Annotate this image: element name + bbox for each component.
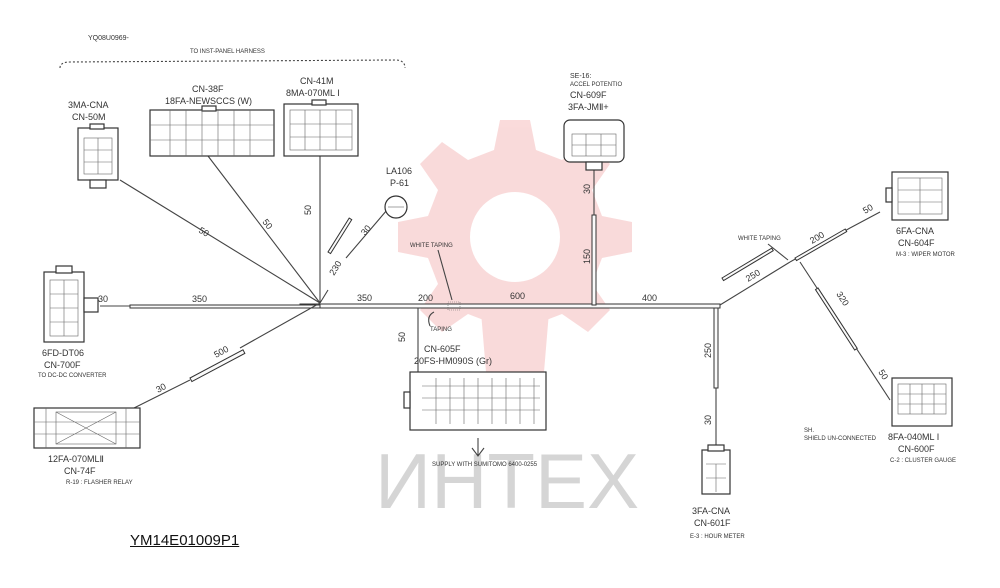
connector-cn74f: 12FA-070MLⅡ CN-74F R-19 : FLASHER RELAY: [33, 407, 141, 486]
connector-cn604f: 6FA-CNA CN-604F M-3 : WIPER MOTOR: [885, 171, 956, 258]
svg-text:ACCEL POTENTIO: ACCEL POTENTIO: [570, 82, 622, 88]
svg-text:50: 50: [397, 332, 407, 342]
harness-title: TO INST-PANEL HARNESS: [190, 49, 265, 55]
svg-text:TAPING: TAPING: [430, 327, 452, 333]
svg-text:TO DC-DC CONVERTER: TO DC-DC CONVERTER: [38, 373, 107, 379]
svg-text:CN-601F: CN-601F: [694, 518, 731, 528]
connector-cn700f: 6FD-DT06 CN-700F TO DC-DC CONVERTER: [38, 265, 107, 379]
svg-text:P-61: P-61: [390, 178, 409, 188]
svg-text:350: 350: [192, 294, 207, 304]
harness-bracket: [59, 59, 406, 69]
connector-cn605f: CN-605F 20FS-HM090S (Gr) SUPPLY WITH SUM…: [403, 344, 547, 468]
svg-text:CN-700F: CN-700F: [44, 360, 81, 370]
svg-text:6FD-DT06: 6FD-DT06: [42, 348, 84, 358]
svg-text:CN-600F: CN-600F: [898, 444, 935, 454]
svg-text:230: 230: [327, 259, 343, 277]
svg-text:CN-74F: CN-74F: [64, 466, 96, 476]
svg-text:50: 50: [303, 205, 313, 215]
connector-cn601f: 3FA-CNA CN-601F E-3 : HOUR METER: [690, 444, 745, 540]
svg-text:600: 600: [510, 291, 525, 301]
svg-text:3FA-CNA: 3FA-CNA: [692, 506, 730, 516]
svg-text:M-3 : WIPER MOTOR: M-3 : WIPER MOTOR: [896, 252, 956, 258]
svg-text:50: 50: [197, 225, 211, 239]
svg-text:200: 200: [418, 293, 433, 303]
svg-text:8MA-070ML I: 8MA-070ML I: [286, 88, 340, 98]
svg-text:30: 30: [98, 294, 108, 304]
svg-text:18FA-NEWSCCS (W): 18FA-NEWSCCS (W): [165, 96, 252, 106]
document-number: YM14E01009P1: [130, 532, 240, 549]
svg-text:350: 350: [357, 293, 372, 303]
svg-text:50: 50: [861, 202, 875, 216]
svg-text:CN-609F: CN-609F: [570, 90, 607, 100]
svg-text:20FS-HM090S (Gr): 20FS-HM090S (Gr): [414, 356, 492, 366]
svg-text:SE-16:: SE-16:: [570, 73, 591, 80]
svg-text:CN-605F: CN-605F: [424, 344, 461, 354]
svg-text:30: 30: [582, 184, 592, 194]
svg-text:12FA-070MLⅡ: 12FA-070MLⅡ: [48, 454, 104, 464]
connector-cn600f: 8FA-040ML I CN-600F C-2 : CLUSTER GAUGE: [888, 377, 956, 464]
svg-text:150: 150: [582, 249, 592, 264]
svg-text:C-2 : CLUSTER GAUGE: C-2 : CLUSTER GAUGE: [890, 458, 956, 464]
svg-text:30: 30: [703, 415, 713, 425]
connector-cn38f: CN-38F 18FA-NEWSCCS (W): [149, 84, 275, 157]
svg-text:3MA-CNA: 3MA-CNA: [68, 100, 109, 110]
connector-cn41m: CN-41M 8MA-070ML I: [283, 76, 359, 157]
svg-text:CN-38F: CN-38F: [192, 84, 224, 94]
svg-text:CN-41M: CN-41M: [300, 76, 334, 86]
drawing-ref: YQ08U0969-: [88, 35, 130, 42]
svg-text:30: 30: [359, 223, 373, 237]
dimension-labels: 50 50 50 30 230 30 350 500 30 350 200 60…: [98, 184, 890, 425]
annotations: WHITE TAPING WHITE TAPING TAPING SH. SHI…: [410, 236, 877, 442]
svg-text:WHITE TAPING: WHITE TAPING: [410, 243, 453, 249]
svg-text:LA106: LA106: [386, 166, 412, 176]
wire-bundle: [100, 155, 891, 445]
svg-text:6FA-CNA: 6FA-CNA: [896, 226, 934, 236]
watermark-text: ИНТЕХ: [375, 437, 639, 525]
svg-text:30: 30: [154, 381, 168, 395]
svg-text:400: 400: [642, 293, 657, 303]
svg-text:3FA-JMⅡ+: 3FA-JMⅡ+: [568, 102, 609, 112]
svg-text:8FA-040ML I: 8FA-040ML I: [888, 432, 939, 442]
svg-text:320: 320: [834, 290, 851, 308]
connector-la106: LA106 P-61: [384, 166, 412, 219]
svg-text:R-19 : FLASHER RELAY: R-19 : FLASHER RELAY: [66, 480, 133, 486]
svg-text:500: 500: [212, 344, 230, 360]
svg-text:250: 250: [703, 343, 713, 358]
connector-cn50m: 3MA-CNA CN-50M: [68, 100, 119, 189]
svg-text:SH.: SH.: [804, 428, 814, 434]
svg-text:SUPPLY WITH SUMITOMO 6400-0255: SUPPLY WITH SUMITOMO 6400-0255: [432, 462, 538, 468]
svg-text:50: 50: [260, 217, 274, 231]
svg-text:E-3 : HOUR METER: E-3 : HOUR METER: [690, 534, 745, 540]
connector-cn609f: SE-16: ACCEL POTENTIO CN-609F 3FA-JMⅡ+: [563, 73, 625, 171]
svg-text:CN-604F: CN-604F: [898, 238, 935, 248]
svg-text:SHIELD UN-CONNECTED: SHIELD UN-CONNECTED: [804, 436, 877, 442]
svg-text:50: 50: [876, 368, 890, 382]
svg-text:WHITE TAPING: WHITE TAPING: [738, 236, 781, 242]
svg-text:CN-50M: CN-50M: [72, 112, 106, 122]
